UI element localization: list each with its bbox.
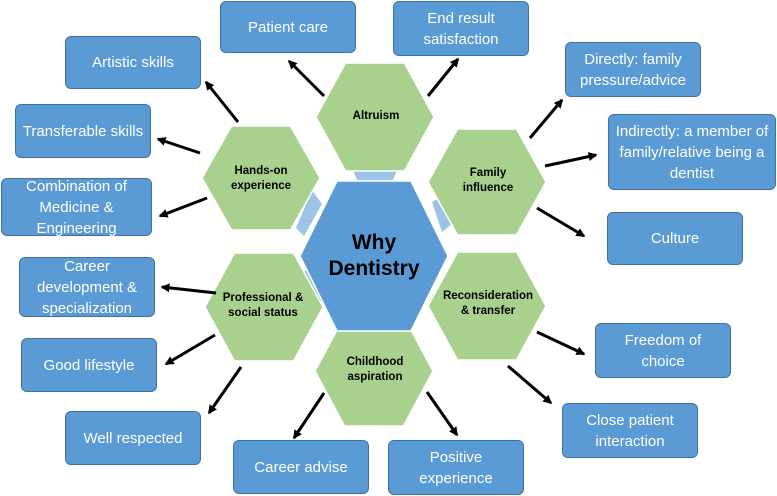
connector-2 — [432, 196, 454, 232]
box-indirectly-family-dentist: Indirectly: a member of family/relative … — [608, 114, 776, 190]
box-directly-family-pressure: Directly: family pressure/advice — [565, 42, 701, 97]
arrow-to-career-advise — [292, 392, 326, 440]
box-combination-medicine-engineering: Combination of Medicine & Engineering — [1, 177, 152, 237]
box-label: Artistic skills — [92, 54, 174, 71]
box-label: Well respected — [83, 429, 183, 447]
box-positive-experience: Positive experience — [388, 440, 524, 495]
arrow-to-positive-experience — [425, 391, 459, 437]
box-patient-care: Patient care — [220, 1, 356, 53]
hex-label-hands-on-experience: Hands-on experience — [230, 165, 292, 192]
box-label: Career development & specialization — [36, 257, 138, 317]
arrow-to-well-respected — [207, 366, 243, 415]
arrow-to-artistic-skills — [204, 80, 240, 123]
arrow-to-good-lifestyle — [164, 333, 216, 366]
box-good-lifestyle: Good lifestyle — [21, 338, 157, 392]
arrow-to-directly-family-pressure — [528, 98, 564, 139]
arrow-to-combination-medicine-engineering — [158, 196, 208, 218]
arrow-to-culture — [536, 206, 586, 238]
theme-hexagon-hands-on-experience — [201, 125, 321, 231]
box-label: Patient care — [247, 18, 329, 36]
arrow-to-transferable-skills — [156, 137, 201, 155]
box-career-development: Career development & specialization — [19, 257, 155, 317]
arrow-to-indirectly-family-dentist — [544, 152, 598, 168]
arrow-to-close-patient-interaction — [507, 364, 553, 405]
theme-hexagon-professional-social-status — [204, 252, 324, 362]
connector-1 — [296, 190, 322, 236]
box-label: Directly: family pressure/advice — [580, 50, 686, 89]
box-close-patient-interaction: Close patient interaction — [562, 403, 698, 458]
box-career-advise: Career advise — [233, 440, 369, 494]
box-transferable-skills: Transferable skills — [15, 104, 151, 158]
box-label: Freedom of choice — [624, 331, 702, 370]
hex-label-reconsideration-transfer: Reconsideration & transfer — [442, 290, 534, 317]
hex-label-family-influence: Family influence — [462, 167, 514, 194]
center-label: Why Dentistry — [328, 231, 420, 280]
box-label: Combination of Medicine & Engineering — [26, 177, 127, 237]
hex-label-altruism: Altruism — [352, 109, 400, 122]
box-label: Good lifestyle — [43, 356, 135, 374]
box-well-respected: Well respected — [65, 411, 201, 465]
hex-label-professional-social-status: Professional & social status — [222, 292, 304, 319]
arrow-to-end-result-satisfaction — [426, 57, 460, 97]
box-artistic-skills: Artistic skills — [65, 36, 201, 89]
box-label: End result satisfaction — [423, 9, 499, 48]
hex-label-childhood-aspiration: Childhood aspiration — [346, 356, 404, 383]
center-hexagon — [299, 180, 449, 332]
box-culture: Culture — [607, 212, 743, 265]
box-label: Positive experience — [419, 448, 493, 487]
theme-hexagon-reconsideration-transfer — [427, 251, 547, 361]
arrow-to-patient-care — [287, 59, 326, 98]
arrow-to-freedom-of-choice — [536, 330, 586, 356]
box-label: Close patient interaction — [586, 411, 674, 450]
theme-hexagon-family-influence — [427, 128, 547, 236]
box-end-result-satisfaction: End result satisfaction — [393, 1, 529, 56]
theme-hexagon-altruism — [315, 62, 435, 172]
box-label: Culture — [650, 230, 700, 247]
arrow-to-career-development — [160, 283, 217, 295]
box-label: Indirectly: a member of family/relative … — [615, 122, 769, 182]
box-freedom-of-choice: Freedom of choice — [595, 323, 731, 378]
box-label: Transferable skills — [22, 122, 144, 140]
box-label: Career advise — [254, 458, 348, 476]
